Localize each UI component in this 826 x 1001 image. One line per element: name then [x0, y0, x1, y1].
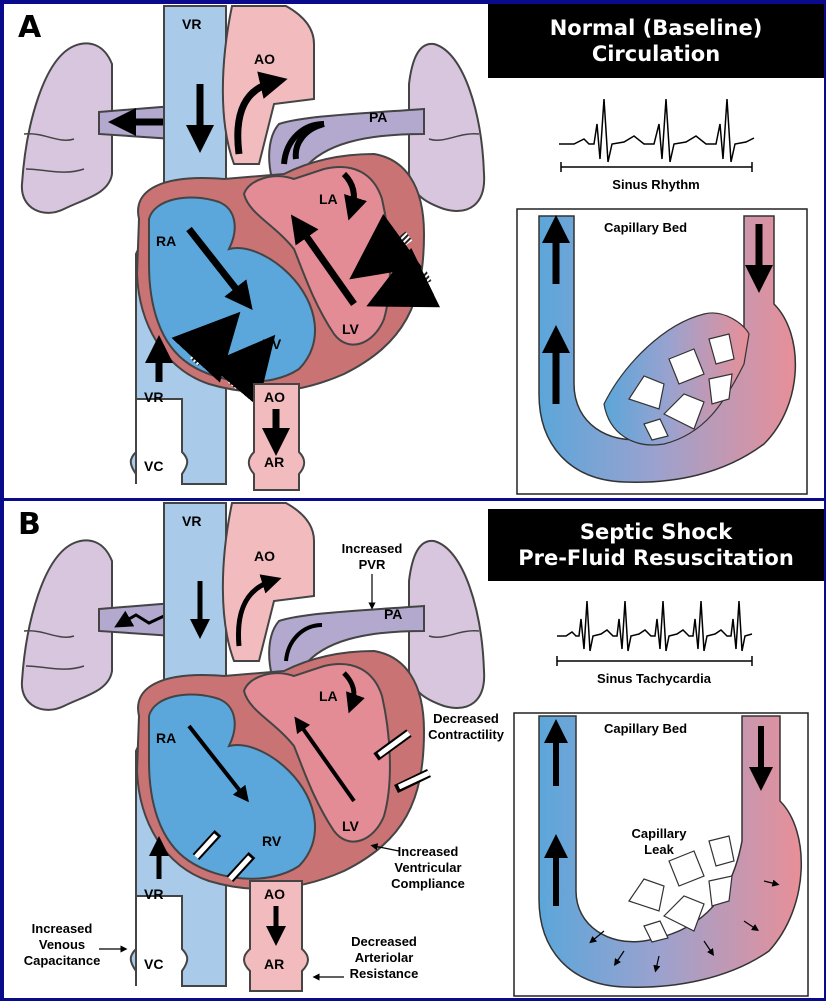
label-lv: LV	[342, 321, 360, 337]
label-pa: PA	[369, 109, 387, 125]
annot-leak-2: Leak	[644, 842, 674, 857]
annot-leak-1: Capillary	[632, 826, 688, 841]
label-vr-top: VR	[182, 16, 201, 32]
label-vr-bottom: VR	[144, 389, 163, 405]
annot-venous-3: Capacitance	[24, 953, 101, 968]
label-vr-top: VR	[182, 513, 201, 529]
label-ao-bottom: AO	[264, 886, 285, 902]
label-la: LA	[319, 191, 338, 207]
annot-pvr-1: Increased	[342, 541, 403, 556]
label-la: LA	[319, 688, 338, 704]
annot-pvr-2: PVR	[359, 557, 386, 572]
label-vr-bottom: VR	[144, 886, 163, 902]
panel-a: A Normal (Baseline) Circulation	[4, 4, 824, 498]
capillary-label: Capillary Bed	[604, 220, 687, 235]
annot-arteriolar-2: Arteriolar	[355, 950, 414, 965]
label-ar: AR	[264, 956, 284, 972]
label-ao-top: AO	[254, 548, 275, 564]
annot-contractility-2: Contractility	[428, 727, 505, 742]
annot-compliance-1: Increased	[398, 844, 459, 859]
ecg-trace	[557, 601, 752, 651]
label-ao-bottom: AO	[264, 389, 285, 405]
panel-b-diagram: VR AO PA LA RA RV LV VR VC AO AR Increas…	[4, 501, 824, 998]
capillary-label: Capillary Bed	[604, 721, 687, 736]
label-lv: LV	[342, 818, 360, 834]
annot-arteriolar-3: Resistance	[350, 966, 419, 981]
pulmonary-vein-left	[99, 603, 174, 636]
label-vc: VC	[144, 458, 163, 474]
label-ra: RA	[156, 730, 176, 746]
label-ar: AR	[264, 454, 284, 470]
annot-arteriolar-1: Decreased	[351, 934, 417, 949]
annot-venous-2: Venous	[39, 937, 85, 952]
rhythm-label: Sinus Rhythm	[612, 177, 699, 192]
annot-contractility-1: Decreased	[433, 711, 499, 726]
annot-compliance-2: Ventricular	[394, 860, 461, 875]
panel-b: B Septic Shock Pre-Fluid Resuscitation	[4, 501, 824, 998]
label-ra: RA	[156, 233, 176, 249]
ecg-trace	[559, 99, 754, 162]
annot-venous-1: Increased	[32, 921, 93, 936]
label-vc: VC	[144, 956, 163, 972]
label-rv: RV	[262, 833, 282, 849]
label-ao-top: AO	[254, 51, 275, 67]
panel-a-diagram: VR AO PA LA RA RV LV VR VC AO AR Sinus R…	[4, 4, 824, 498]
label-pa: PA	[384, 606, 402, 622]
rhythm-label: Sinus Tachycardia	[597, 671, 712, 686]
annot-compliance-3: Compliance	[391, 876, 465, 891]
label-rv: RV	[262, 336, 282, 352]
